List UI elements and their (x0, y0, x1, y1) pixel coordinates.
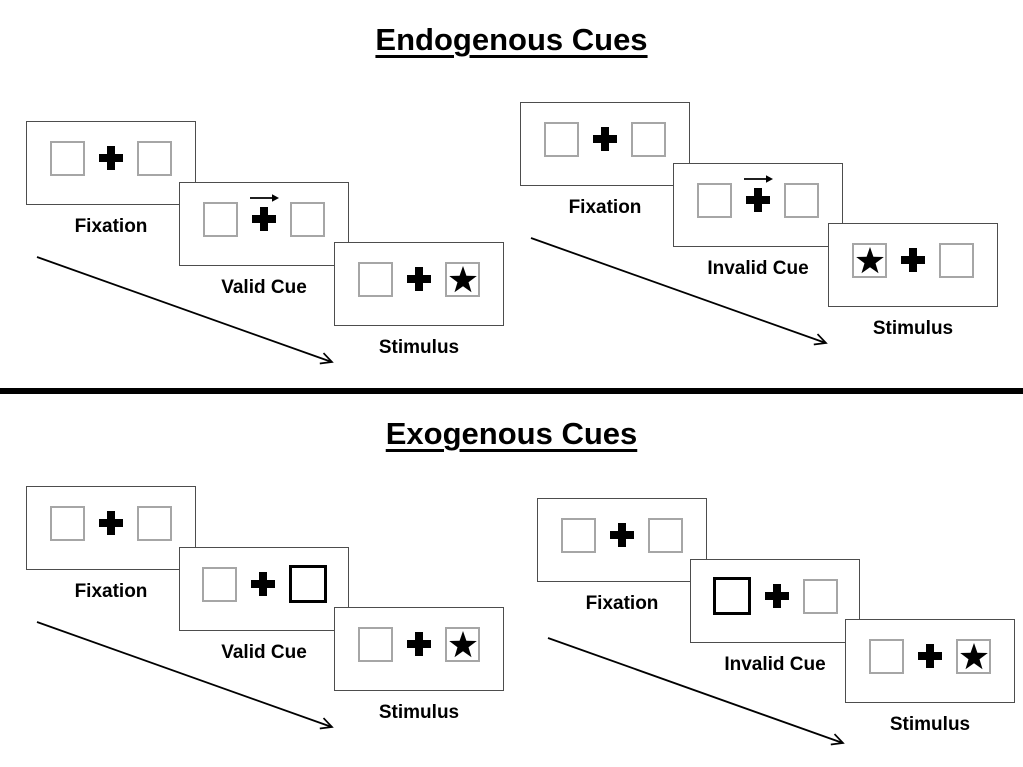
left-placeholder-square (50, 505, 85, 541)
sequence-endogenous-valid: Fixation Valid Cue Stimulus (26, 121, 508, 389)
panel-stimulus (334, 242, 504, 326)
left-placeholder-square (358, 626, 393, 662)
label-stimulus: Stimulus (378, 337, 460, 358)
right-placeholder-square (784, 182, 819, 218)
panel-cue (690, 559, 860, 643)
sequence-endogenous-invalid: Fixation Invalid Cue Stimulus (520, 102, 1002, 370)
label-stimulus: Stimulus (889, 714, 971, 735)
left-placeholder-square (869, 638, 904, 674)
section-title-exogenous: Exogenous Cues (385, 416, 638, 451)
plus-icon (764, 584, 789, 608)
plus-icon (252, 207, 276, 231)
panel-fixation (26, 121, 196, 205)
left-placeholder-square (561, 517, 596, 553)
plus-icon (250, 572, 275, 596)
right-stimulus-square (956, 638, 991, 674)
right-arrow-icon (744, 175, 773, 183)
plus-icon (99, 146, 123, 170)
left-placeholder-square (201, 566, 237, 602)
right-placeholder-square (631, 121, 666, 157)
right-placeholder-square (802, 578, 838, 614)
plus-icon (746, 188, 770, 212)
right-placeholder-square (939, 242, 974, 278)
panel-fixation (537, 498, 707, 582)
label-valid-cue: Valid Cue (221, 642, 307, 663)
left-placeholder-square (358, 261, 393, 297)
star-icon (855, 247, 884, 274)
plus-icon (407, 267, 431, 291)
panel-stimulus (334, 607, 504, 691)
plus-icon (901, 248, 925, 272)
right-arrow-icon (250, 194, 279, 202)
section-title-endogenous: Endogenous Cues (375, 22, 648, 57)
label-stimulus: Stimulus (872, 318, 954, 339)
label-fixation: Fixation (568, 197, 642, 218)
panel-fixation (520, 102, 690, 186)
label-fixation: Fixation (585, 593, 659, 614)
right-placeholder-square (648, 517, 683, 553)
left-placeholder-square (50, 140, 85, 176)
star-icon (959, 643, 988, 670)
left-stimulus-square (852, 242, 887, 278)
left-placeholder-square (203, 201, 238, 237)
right-placeholder-square (137, 505, 172, 541)
section-divider (0, 388, 1023, 394)
plus-icon (407, 632, 431, 656)
star-icon (448, 266, 477, 293)
panel-stimulus (828, 223, 998, 307)
right-placeholder-square (137, 140, 172, 176)
plus-icon (918, 644, 942, 668)
right-placeholder-square (290, 201, 325, 237)
label-fixation: Fixation (74, 581, 148, 602)
panel-cue (673, 163, 843, 247)
label-invalid-cue: Invalid Cue (707, 258, 809, 279)
panel-stimulus (845, 619, 1015, 703)
left-cued-square (712, 577, 751, 615)
panel-cue (179, 182, 349, 266)
plus-icon (99, 511, 123, 535)
right-cued-square (288, 565, 327, 603)
label-fixation: Fixation (74, 216, 148, 237)
plus-icon (610, 523, 634, 547)
sequence-exogenous-invalid: Fixation Invalid Cue Stimulus (537, 498, 1019, 766)
right-stimulus-square (445, 261, 480, 297)
panel-fixation (26, 486, 196, 570)
label-invalid-cue: Invalid Cue (724, 654, 826, 675)
left-placeholder-square (544, 121, 579, 157)
right-stimulus-square (445, 626, 480, 662)
plus-icon (593, 127, 617, 151)
left-placeholder-square (697, 182, 732, 218)
label-valid-cue: Valid Cue (221, 277, 307, 298)
star-icon (448, 631, 477, 658)
panel-cue (179, 547, 349, 631)
sequence-exogenous-valid: Fixation Valid Cue Stimulus (26, 486, 508, 754)
label-stimulus: Stimulus (378, 702, 460, 723)
